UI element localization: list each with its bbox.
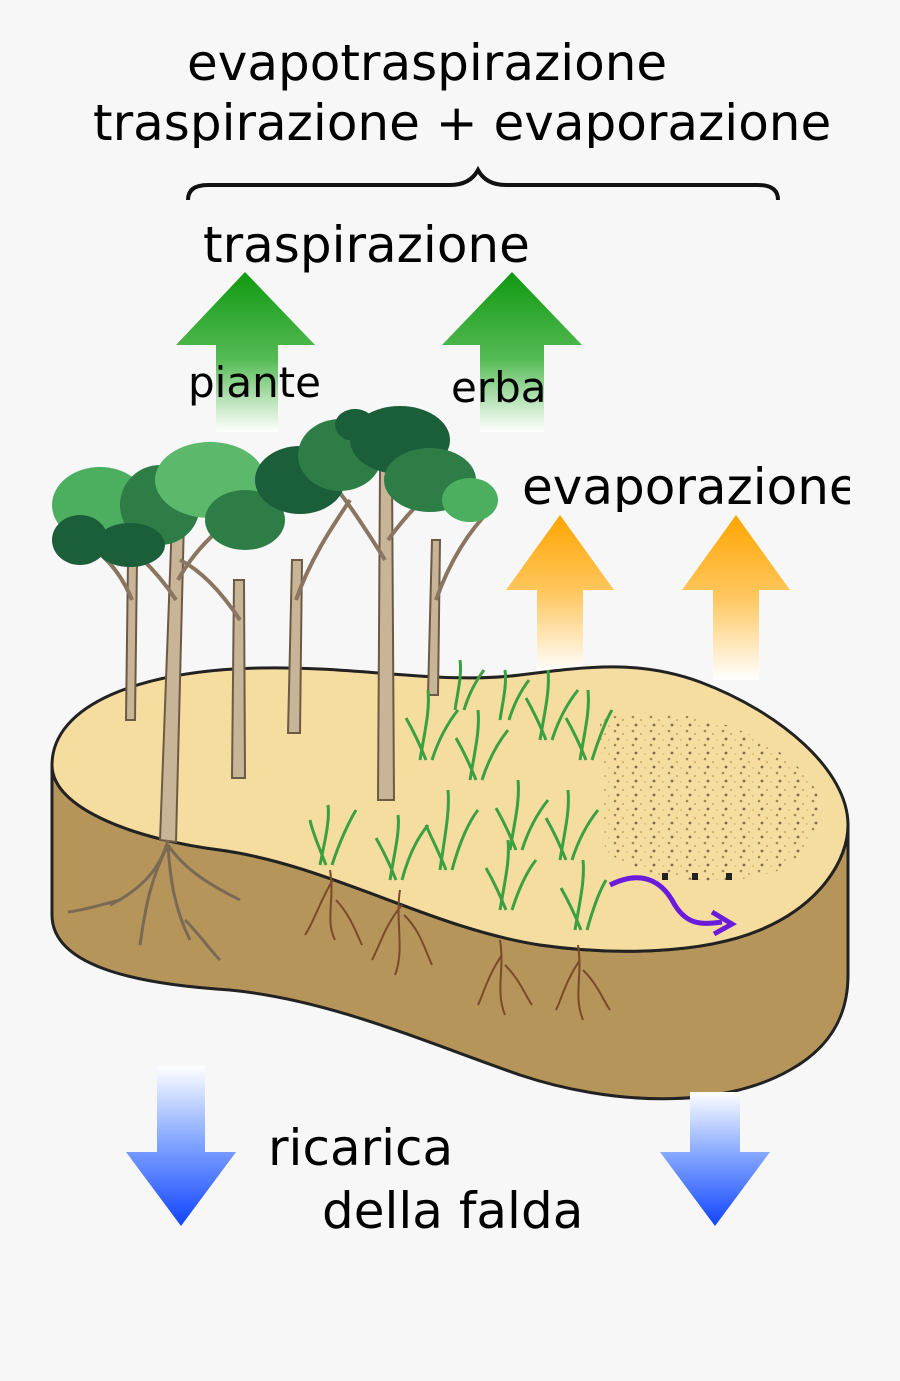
infiltration-arrowhead bbox=[710, 909, 737, 937]
transpiration-plus-evaporation-label: traspirazione + evaporazione bbox=[93, 98, 832, 148]
transpiration-label: traspirazione bbox=[203, 216, 530, 274]
plants-transpiration-arrow bbox=[176, 272, 315, 432]
grass-roots bbox=[304, 869, 611, 1021]
plants-label: piante bbox=[188, 358, 321, 407]
grass-transpiration-arrow bbox=[442, 272, 582, 432]
recharge-label-line2: della falda bbox=[322, 1182, 584, 1240]
grass-tufts bbox=[308, 659, 614, 931]
recharge-label-line1: ricarica bbox=[268, 1119, 454, 1177]
evapotranspiration-brace bbox=[186, 165, 780, 201]
tree-foliage bbox=[52, 406, 498, 567]
evapotranspiration-label: evapotraspirazione bbox=[187, 34, 668, 92]
sand-dots-row bbox=[662, 873, 732, 880]
recharge-arrow-left bbox=[126, 1066, 236, 1226]
infiltration-arrow bbox=[608, 875, 723, 926]
evaporation-arrow-right bbox=[682, 515, 790, 680]
grass-label: erba bbox=[451, 363, 547, 412]
tree-roots bbox=[67, 839, 241, 962]
evaporation-arrow-left bbox=[506, 515, 614, 672]
sand-particles bbox=[600, 712, 820, 881]
recharge-arrow-right bbox=[660, 1092, 770, 1226]
evaporation-label: evaporazione bbox=[522, 462, 850, 512]
